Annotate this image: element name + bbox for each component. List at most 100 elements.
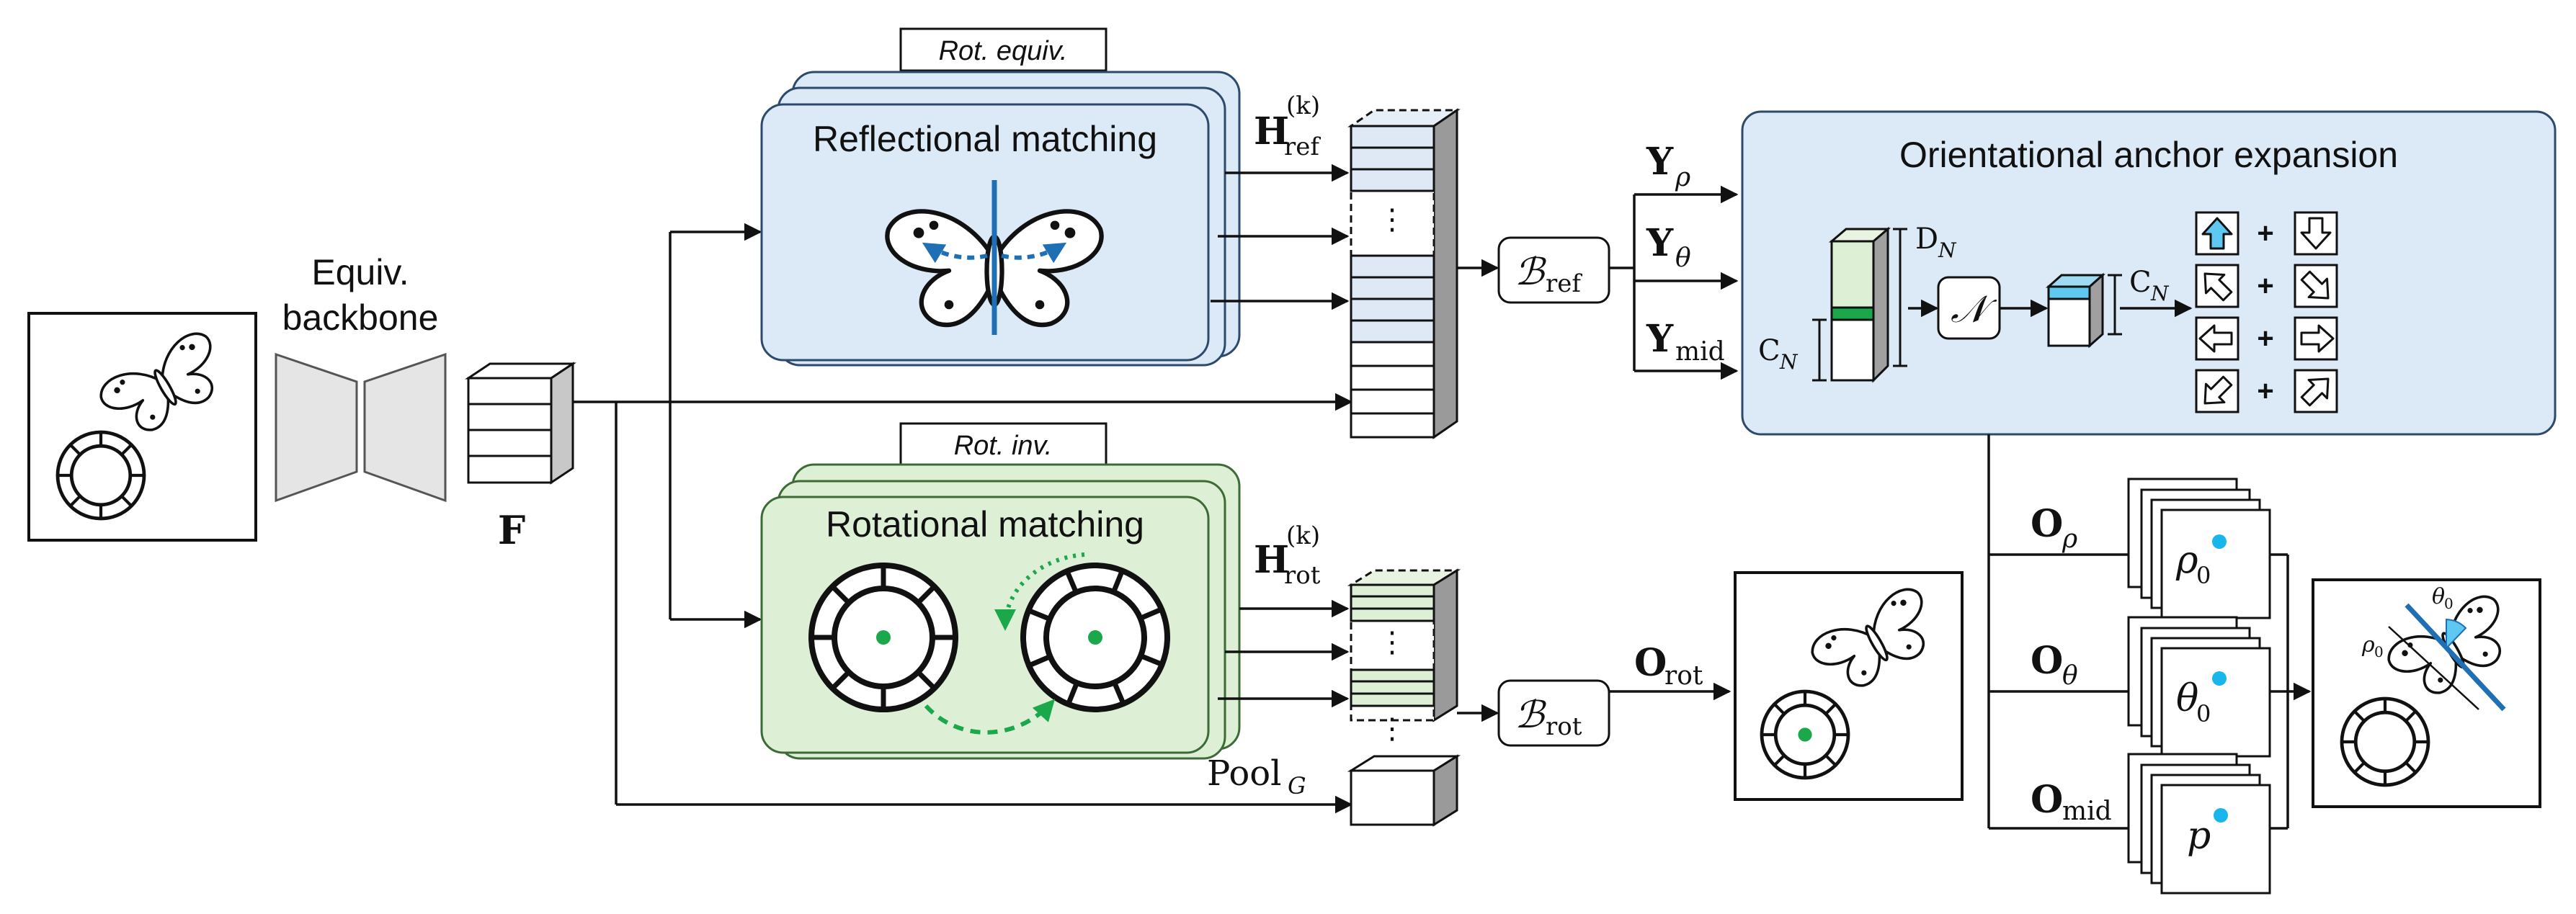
- b-rot-block: ℬ rot O rot: [1457, 641, 1732, 747]
- y-mid-main: Y: [1646, 317, 1674, 361]
- y-theta-main: Y: [1646, 221, 1674, 265]
- o-labels: O ρ O θ O mid: [2031, 502, 2112, 826]
- b-rot-sub: rot: [1546, 712, 1582, 741]
- b-ref-sub: ref: [1546, 269, 1582, 298]
- rot-out-ring-icon: [1762, 691, 1848, 778]
- anchor-small-cube: [2046, 272, 2105, 349]
- o-rho-main: O: [2031, 502, 2063, 546]
- rot-output-image: [1734, 571, 1964, 801]
- plus-3: +: [2257, 323, 2273, 354]
- input-image: [27, 312, 257, 542]
- d-n-sub: N: [1938, 238, 1957, 262]
- final-theta0-main: θ: [2432, 584, 2445, 609]
- p-map-stack: p: [2127, 753, 2271, 895]
- y-mid-sub: mid: [1675, 337, 1725, 367]
- input-ring-icon: [58, 432, 144, 519]
- arrow-up-icon: [2201, 217, 2233, 250]
- y-rho-sub: ρ: [1675, 163, 1690, 192]
- rho0-main: ρ: [2175, 539, 2198, 582]
- anchor-title: Orientational anchor expansion: [1899, 135, 2398, 175]
- h-rot-sub: rot: [1284, 561, 1321, 590]
- feature-stack-f: F: [465, 362, 576, 553]
- final-output-image: θ 0 ρ 0: [2312, 578, 2541, 808]
- o-mid-main: O: [2031, 778, 2063, 822]
- rotation-arrow-dashed: [924, 699, 1056, 735]
- pool-sub: G: [1288, 772, 1306, 799]
- h-rot-ellipsis-2: ⋮: [1378, 713, 1407, 745]
- connectors-from-f: [573, 223, 1353, 814]
- backbone-label-line1: Equiv.: [311, 252, 409, 292]
- c-n-right-main: C: [2129, 266, 2152, 299]
- c-n-right-sub: N: [2150, 282, 2170, 305]
- theta0-sub: 0: [2196, 700, 2211, 727]
- backbone-label-line2: backbone: [282, 297, 439, 338]
- h-ref-sub: ref: [1284, 133, 1321, 161]
- anchor-tall-stack: [1828, 226, 1891, 383]
- c-n-left-sub: N: [1779, 350, 1799, 374]
- pool-g: Pool G: [1207, 753, 1461, 827]
- y-labels: Y ρ Y θ Y mid: [1646, 140, 1725, 367]
- equiv-backbone: Equiv. backbone: [275, 252, 447, 503]
- plus-2: +: [2257, 270, 2273, 302]
- rho-map-stack: ρ 0: [2127, 478, 2271, 619]
- reflectional-title: Reflectional matching: [813, 119, 1157, 159]
- b-ref-main: ℬ: [1515, 251, 1546, 294]
- reflect-output-arrows: [1211, 163, 1350, 310]
- o-rot-sub: rot: [1664, 661, 1703, 691]
- theta-map-stack: θ 0: [2127, 616, 2271, 758]
- rot-ring-right-icon: [1002, 544, 1189, 731]
- rot-ring-left-icon: [811, 565, 955, 709]
- o-mid-sub: mid: [2062, 797, 2112, 826]
- reflect-arrow-right: [1001, 242, 1067, 264]
- rotational-title: Rotational matching: [826, 504, 1144, 545]
- h-rot-main: H: [1254, 538, 1289, 582]
- arrow-up-left-icon: [2203, 272, 2233, 302]
- plus-1: +: [2257, 218, 2273, 249]
- y-rho-main: Y: [1646, 140, 1674, 184]
- h-rot-ellipsis-1: ⋮: [1378, 627, 1407, 658]
- pool-main: Pool: [1207, 753, 1282, 794]
- final-ring-icon: [2342, 699, 2428, 785]
- rotation-arrow-dotted: [994, 552, 1085, 631]
- o-theta-main: O: [2031, 639, 2063, 683]
- arrow-down-icon: [2300, 217, 2332, 250]
- final-rho0-main: ρ: [2361, 632, 2375, 658]
- h-rot-label: H rot (k): [1254, 521, 1321, 590]
- final-theta0-sub: 0: [2444, 595, 2454, 612]
- theta0-main: θ: [2176, 677, 2198, 720]
- h-ref-sup: (k): [1286, 91, 1320, 120]
- p-main: p: [2187, 815, 2211, 858]
- o-theta-sub: θ: [2062, 661, 2078, 691]
- h-ref-ellipsis: ⋮: [1378, 204, 1407, 236]
- y-branches: [1609, 185, 1739, 380]
- arrow-right-icon: [2300, 324, 2335, 353]
- rotational-matching-block: Rot. inv. Rotational matching: [760, 422, 1241, 760]
- arrow-down-left-icon: [2203, 375, 2233, 405]
- rot-output-arrows: [1218, 599, 1350, 708]
- theta0-angle-wedge: [2446, 618, 2467, 650]
- final-merge-connectors: [2270, 553, 2312, 830]
- b-ref-block: ℬ ref: [1457, 236, 1610, 304]
- h-ref-main: H: [1254, 109, 1289, 153]
- arrow-left-icon: [2198, 324, 2233, 353]
- reflect-arrow-left: [922, 242, 988, 264]
- anchor-expansion-block: Orientational anchor expansion D N C N 𝒩: [1741, 110, 2557, 436]
- h-ref-stack: ⋮: [1347, 108, 1461, 439]
- h-rot-stack: ⋮ ⋮: [1347, 568, 1461, 745]
- arrow-down-right-icon: [2300, 270, 2330, 300]
- final-rho0-sub: 0: [2374, 643, 2384, 660]
- d-n-main: D: [1915, 223, 1938, 256]
- rho0-sub: 0: [2196, 562, 2211, 589]
- reflectional-matching-block: Rot. equiv. Reflectional matching: [760, 27, 1241, 367]
- b-rot-main: ℬ: [1515, 694, 1546, 737]
- h-ref-label: H ref (k): [1254, 91, 1321, 161]
- h-rot-sup: (k): [1286, 521, 1320, 550]
- rot-inv-tag: Rot. inv.: [954, 431, 1053, 461]
- o-rho-sub: ρ: [2062, 524, 2077, 554]
- c-n-left-main: C: [1758, 334, 1781, 367]
- o-rot-main: O: [1634, 641, 1667, 685]
- arrow-up-right-icon: [2300, 377, 2330, 407]
- y-theta-sub: θ: [1675, 243, 1691, 273]
- direction-arrow-grid: + + +: [2195, 211, 2338, 413]
